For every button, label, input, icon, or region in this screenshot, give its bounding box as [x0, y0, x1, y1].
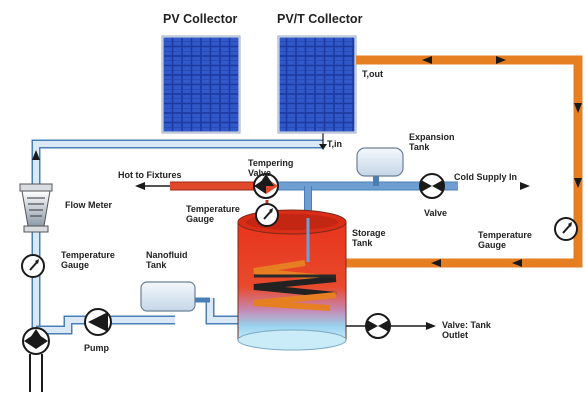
pv-collector-label: PV Collector [163, 12, 238, 26]
pump-label: Pump [84, 343, 110, 353]
t-in-label: T,in [327, 139, 342, 149]
hot-to-fixtures-label: Hot to Fixtures [118, 170, 182, 180]
temperature-gauge-left-icon [21, 254, 45, 278]
temperature-gauge-top-label: Temperature Gauge [186, 204, 240, 225]
pvt-collector-panel [277, 35, 357, 134]
temperature-gauge-right-icon [554, 217, 578, 241]
cold-supply-valve-icon [419, 173, 445, 199]
temperature-gauge-right-label: Temperature Gauge [478, 230, 532, 251]
cold-supply-in-label: Cold Supply In [454, 172, 517, 182]
flow-arrow-left [422, 56, 432, 64]
heat-exchanger-coil [253, 260, 337, 311]
tempering-valve-label: Tempering Valve [248, 158, 294, 179]
expansion-tank [356, 147, 404, 177]
hot-loop-pipe [305, 55, 583, 268]
bottom-valve-icon [22, 327, 50, 392]
valve-tank-outlet-label: Valve: Tank Outlet [442, 320, 491, 341]
pv-collector-panel [161, 35, 241, 134]
flow-arrow-down [574, 178, 582, 188]
t-out-label: T,out [362, 69, 383, 79]
flow-meter-label: Flow Meter [65, 200, 113, 210]
nanofluid-tank-label: Nanofluid Tank [146, 250, 188, 271]
flow-arrow-up [32, 150, 40, 160]
tank-outlet-arrow [426, 322, 436, 330]
temperature-gauge-top-icon [255, 203, 279, 227]
flow-arrow-down [574, 103, 582, 113]
storage-tank-label: Storage Tank [352, 228, 386, 249]
flow-meter [19, 183, 53, 233]
valve-label: Valve [424, 208, 448, 218]
flow-arrow-left [512, 259, 522, 267]
nanofluid-tank [140, 281, 210, 312]
expansion-tank-label: Expansion Tank [409, 132, 455, 153]
temperature-gauge-left-label: Temperature Gauge [61, 250, 115, 271]
flow-arrow-right [496, 56, 506, 64]
storage-tank [237, 209, 347, 351]
cold-supply-arrow [520, 182, 530, 190]
flow-arrow-left [431, 259, 441, 267]
tin-arrow-icon [319, 144, 327, 150]
hot-fixtures-arrow [135, 182, 145, 190]
pump-icon [84, 308, 112, 336]
pvt-collector-label: PV/T Collector [277, 12, 363, 26]
tank-outlet-valve-icon [365, 313, 391, 339]
tempering-valve-icon [253, 173, 279, 199]
